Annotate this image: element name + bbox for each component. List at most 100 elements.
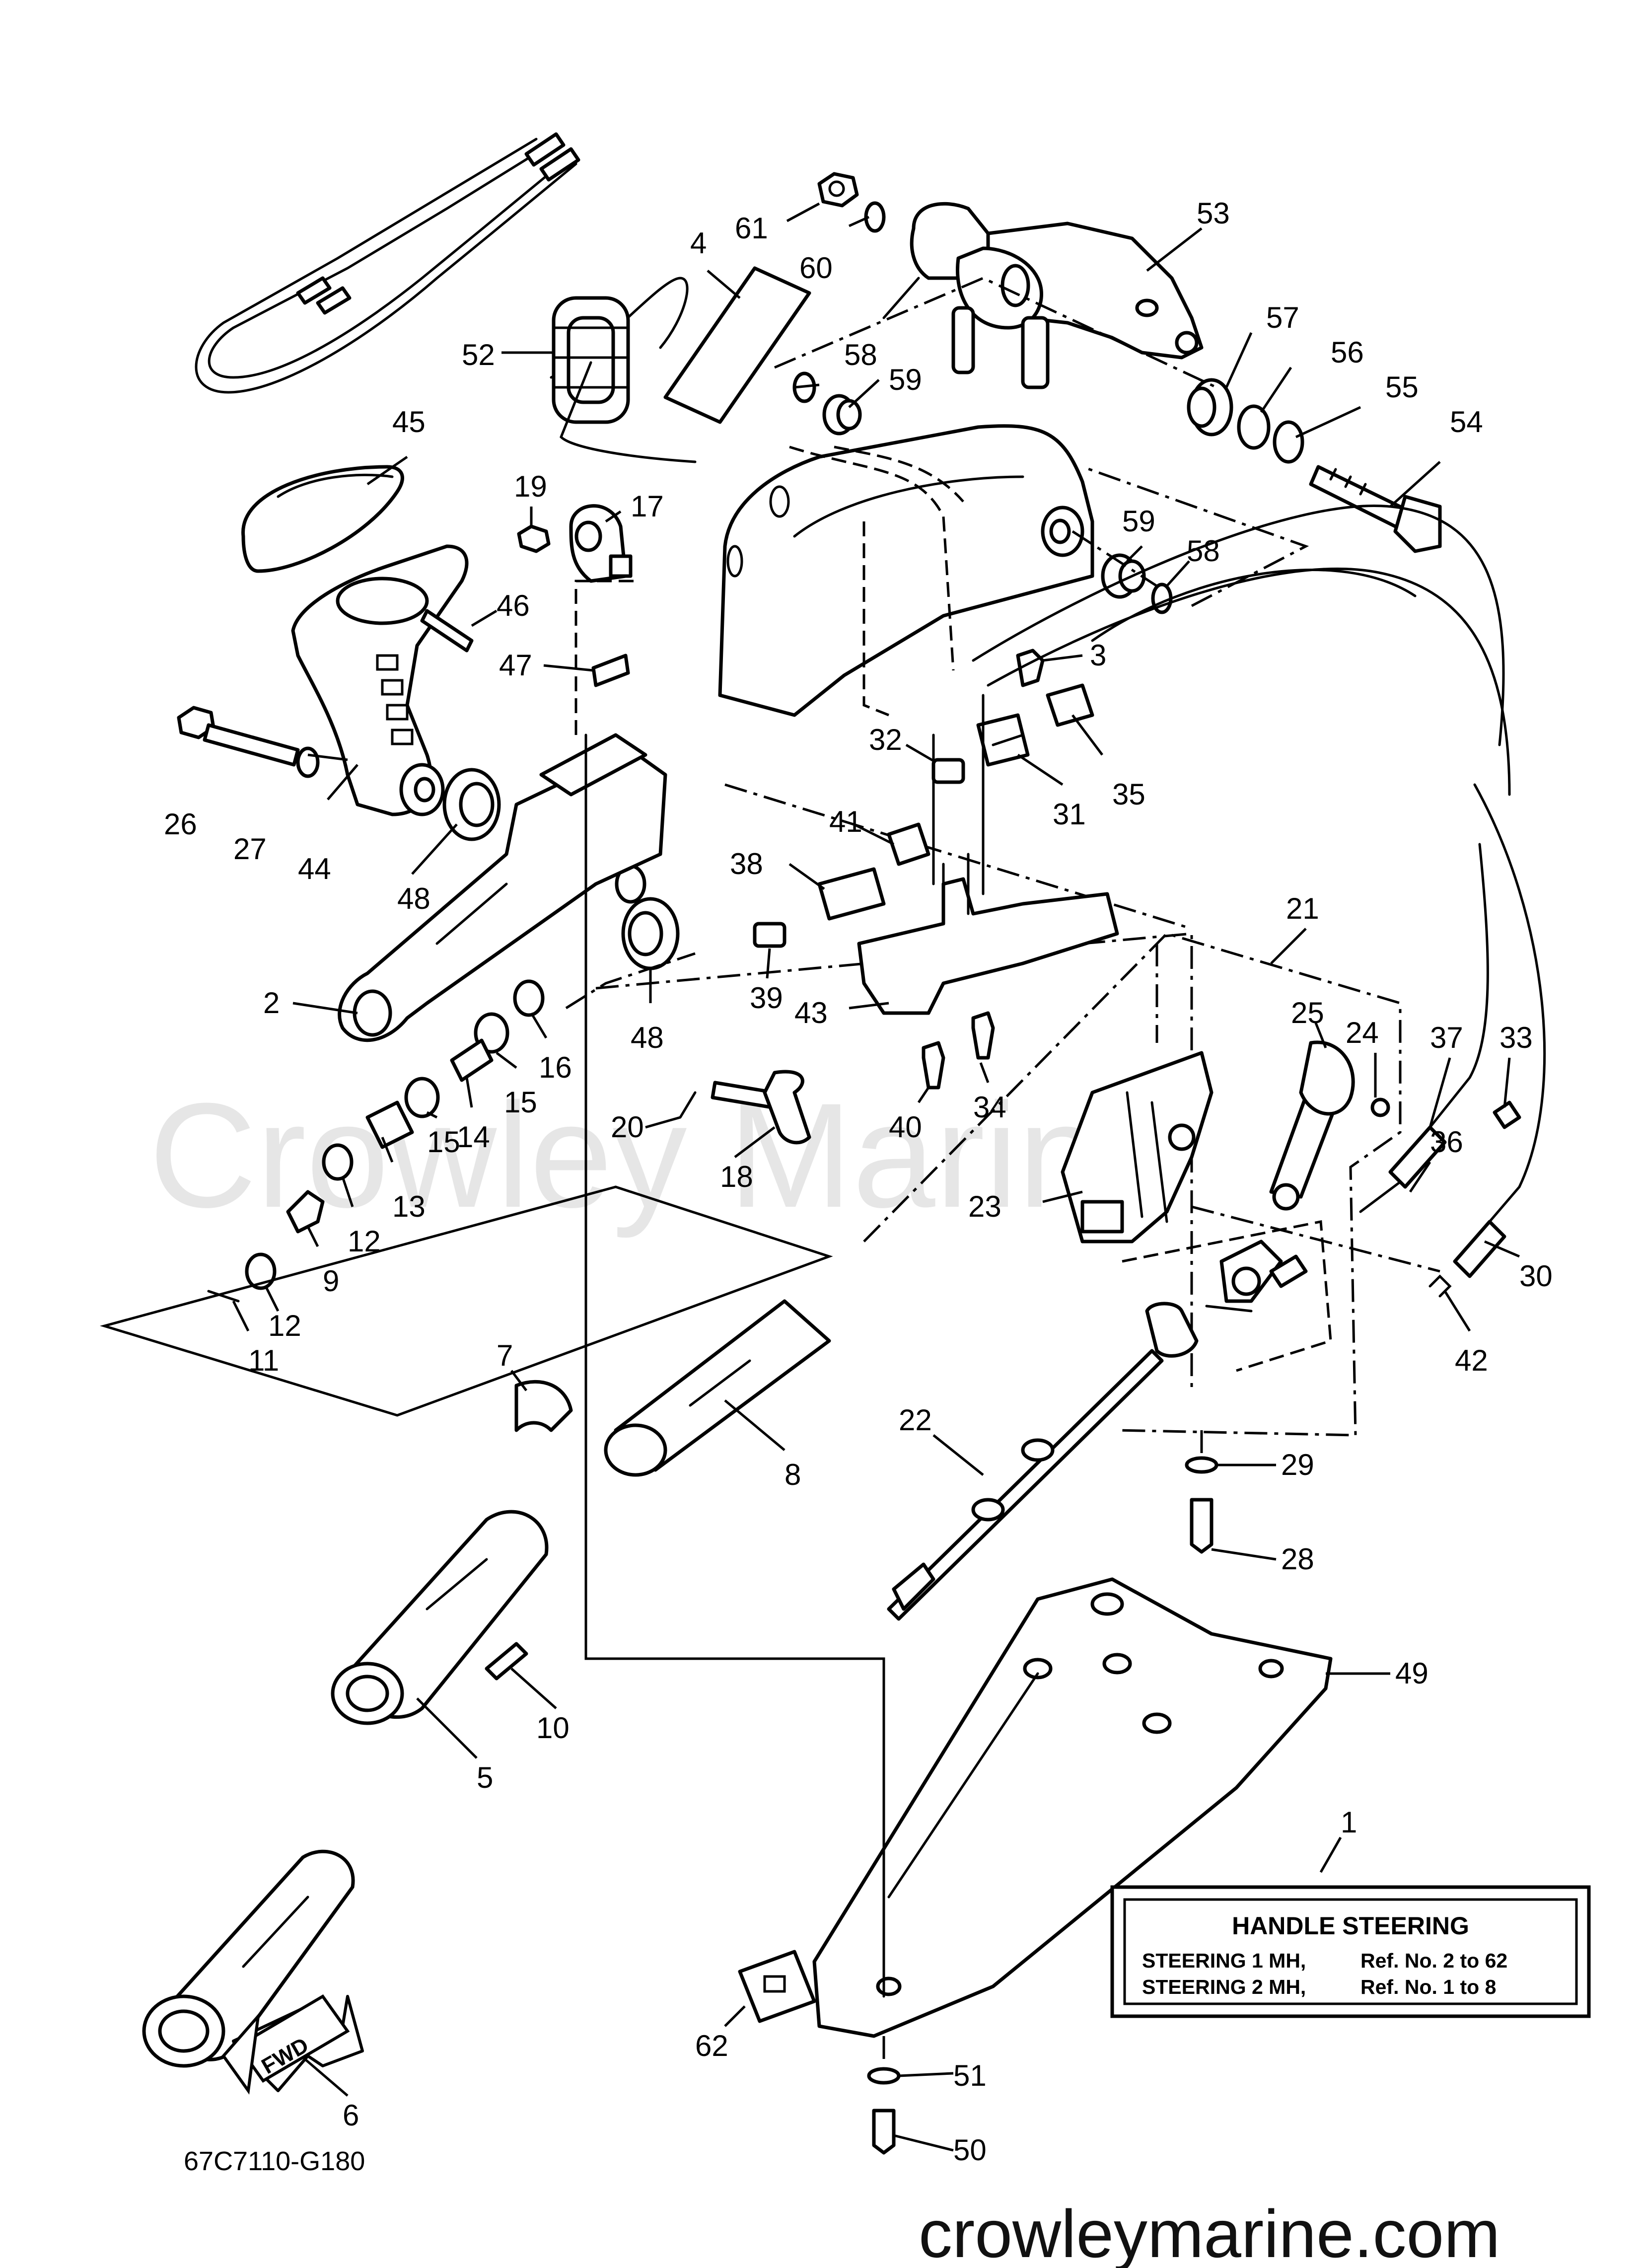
cable-end-36: [1359, 1180, 1402, 1213]
washer-29: [1185, 1456, 1218, 1474]
bolt-40: [922, 1041, 945, 1090]
shift-rod-22: [887, 1349, 1164, 1621]
linkage-group: [1122, 1220, 1332, 1372]
clip-24: [1370, 1097, 1390, 1117]
steering-bracket-53: [882, 202, 1204, 389]
leader-lines: [232, 202, 1520, 2152]
callout-51: 51: [953, 2059, 987, 2092]
callout-39: 39: [750, 981, 783, 1015]
callout-42: 42: [1455, 1344, 1488, 1377]
callout-52: 52: [462, 338, 495, 371]
collar-13: [365, 1100, 414, 1149]
cap-45: [241, 465, 404, 573]
callout-55: 55: [1385, 370, 1419, 404]
callout-38: 38: [730, 847, 763, 880]
bushing-16: [513, 979, 545, 1017]
callout-59a: 59: [889, 363, 922, 396]
legend-ref-number: 1: [1341, 1806, 1357, 1839]
bushing-57: [1187, 378, 1233, 437]
cable-end-30: [1453, 783, 1546, 1278]
bushing-48-lower: [621, 897, 680, 970]
callout-54: 54: [1450, 405, 1483, 439]
callout-41: 41: [829, 805, 862, 838]
cable-grommet-52: [552, 296, 697, 463]
callout-10: 10: [536, 1711, 570, 1745]
callout-9: 9: [323, 1264, 339, 1298]
callout-30: 30: [1519, 1259, 1553, 1293]
callout-labels: 61 60 4 53 52 58 59 57 56 55 54 45 19 17…: [164, 197, 1553, 2167]
screw-10: [485, 1642, 528, 1681]
callout-15b: 15: [427, 1125, 460, 1159]
holder-38: [817, 867, 886, 921]
callout-33: 33: [1499, 1021, 1533, 1054]
clip-31: [976, 713, 1030, 767]
shift-unit-23: [1061, 1051, 1214, 1244]
callout-23: 23: [968, 1190, 1001, 1223]
legend-row-1-model: STEERING 1 MH,: [1142, 1949, 1306, 1972]
callout-47: 47: [499, 649, 532, 682]
throttle-cable-loop: [972, 505, 1505, 746]
callout-48b: 48: [631, 1021, 664, 1054]
throttle-stopper-17: [569, 504, 633, 583]
washer-12-b: [245, 1252, 277, 1290]
tiller-bracket: [718, 424, 1094, 717]
callout-16: 16: [539, 1051, 572, 1084]
screw-46: [420, 609, 474, 653]
washer-51: [867, 2067, 901, 2085]
rubber-32: [931, 758, 965, 784]
callout-27: 27: [233, 832, 267, 866]
throttle-grip-6: [142, 1849, 355, 2068]
connector-62: [738, 1950, 816, 2023]
clip-41: [887, 822, 930, 866]
legend-box: 1 HANDLE STEERING STEERING 1 MH, Ref. No…: [1110, 1806, 1591, 2018]
tiller-handle-44: [291, 544, 469, 816]
friction-knob-18: [711, 1070, 811, 1145]
callout-19: 19: [514, 470, 547, 503]
bushing-7: [514, 1380, 573, 1432]
plate-9: [286, 1190, 325, 1234]
callout-50: 50: [953, 2133, 987, 2167]
callout-46: 46: [497, 589, 530, 622]
callout-28: 28: [1281, 1542, 1314, 1576]
callout-59b: 59: [1122, 505, 1155, 538]
decal-47: [591, 654, 630, 687]
callout-17: 17: [631, 490, 664, 523]
callout-32: 32: [869, 723, 902, 756]
fwd-arrow-icon: FWD: [221, 1994, 364, 2095]
washer-27: [296, 746, 320, 778]
callout-43: 43: [794, 996, 828, 1029]
callout-13: 13: [392, 1190, 426, 1223]
callout-12b: 12: [268, 1309, 301, 1342]
callout-3: 3: [1090, 639, 1106, 672]
callout-18: 18: [720, 1160, 753, 1193]
callout-8: 8: [785, 1458, 801, 1491]
callout-4: 4: [690, 226, 707, 260]
bottom-cover-49: [812, 1577, 1333, 2038]
website-url: crowleymarine.com: [919, 2196, 1500, 2268]
callout-45: 45: [392, 405, 426, 439]
throttle-grip-5: [331, 1510, 549, 1725]
bolt-28: [1190, 1498, 1214, 1554]
bolt-54: [1309, 465, 1442, 553]
callout-36: 36: [1430, 1125, 1463, 1159]
callout-2: 2: [263, 986, 280, 1020]
bushing-59-right: [1101, 553, 1146, 599]
callout-7: 7: [497, 1339, 513, 1372]
callout-35: 35: [1112, 778, 1145, 811]
bolt-26: [177, 706, 300, 767]
nut-19: [517, 524, 551, 553]
callout-11: 11: [248, 1344, 279, 1377]
callout-21: 21: [1286, 892, 1319, 925]
nut-15-b: [404, 1077, 440, 1118]
callout-14: 14: [457, 1120, 490, 1154]
plate-43: [857, 853, 1119, 1015]
legend-row-1-refs: Ref. No. 2 to 62: [1360, 1949, 1507, 1972]
tiller-arm-2: [338, 733, 667, 1042]
washer-56: [1237, 404, 1271, 450]
clamp-35: [1046, 683, 1094, 727]
washer-12-a: [322, 1143, 354, 1181]
callout-24: 24: [1346, 1016, 1379, 1049]
callout-58a: 58: [844, 338, 877, 371]
callout-61: 61: [735, 212, 768, 245]
